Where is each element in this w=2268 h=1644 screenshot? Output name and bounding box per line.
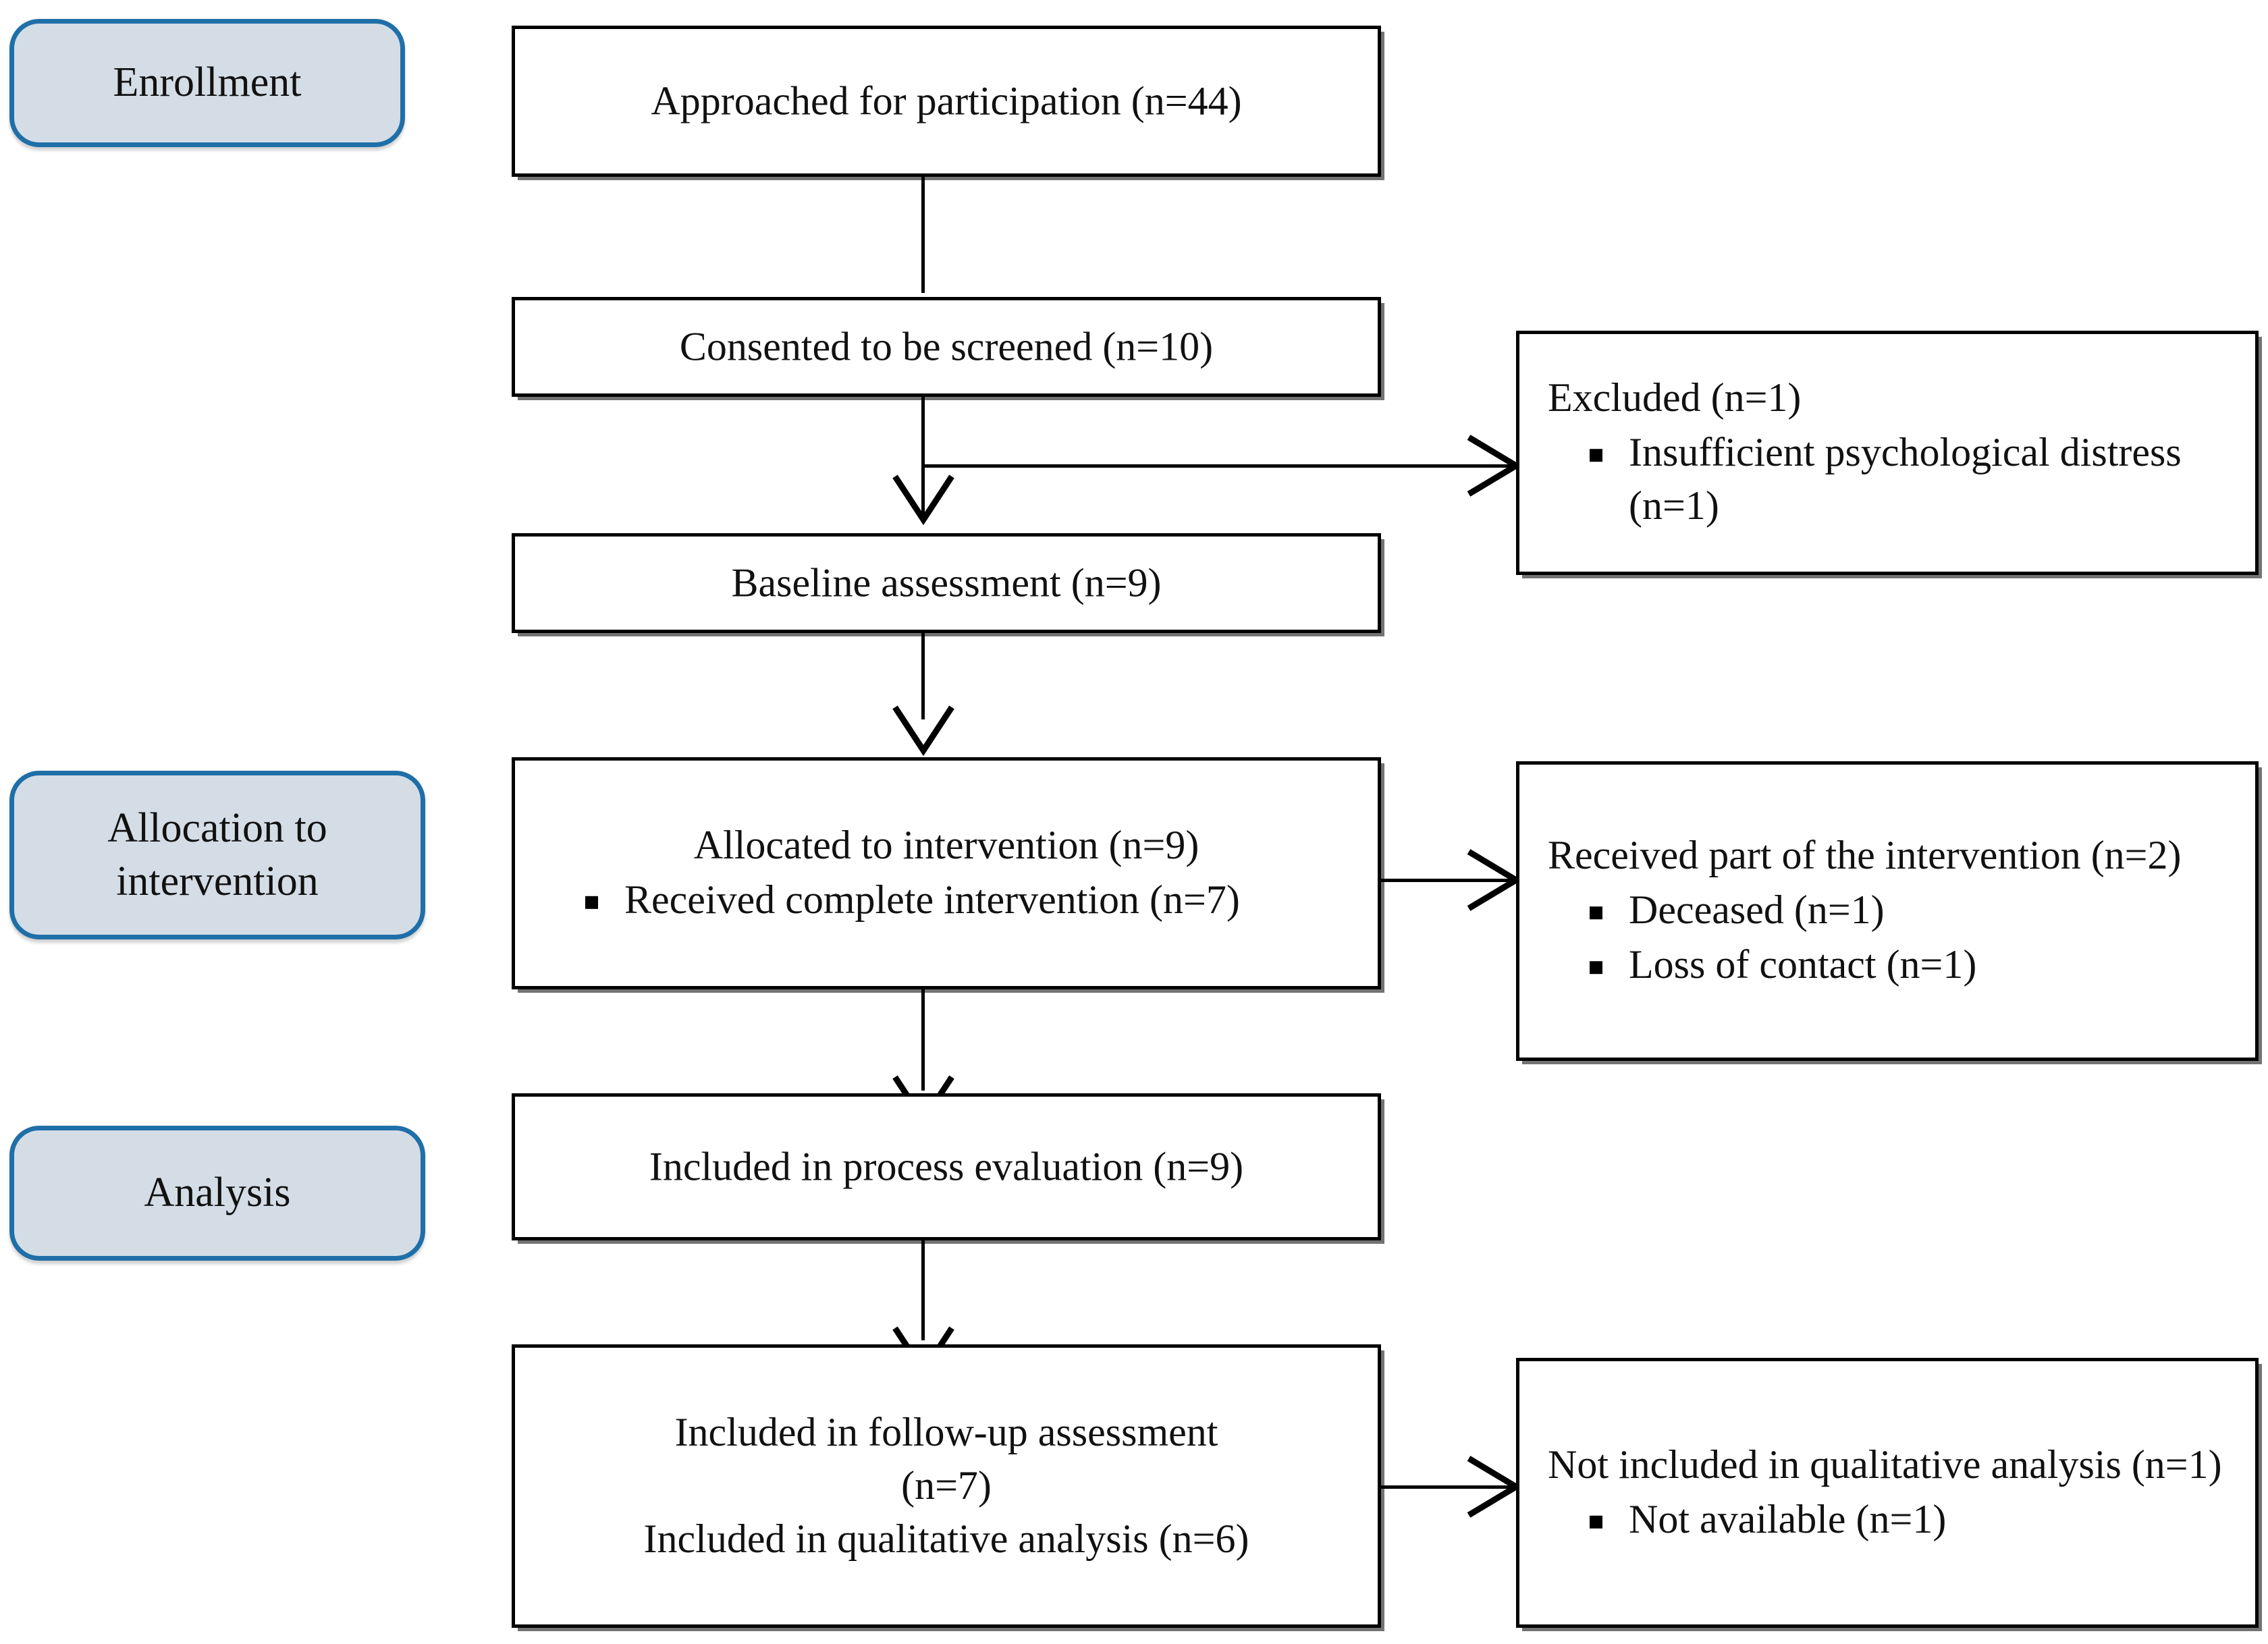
connector-consented-to-baseline <box>921 397 925 518</box>
box-followup-line-1: Included in follow-up assessment <box>674 1410 1218 1455</box>
arrowhead-to-partial <box>1463 846 1524 914</box>
box-allocated: Allocated to intervention (n=9) Received… <box>512 757 1381 989</box>
stage-label-text: Enrollment <box>113 59 302 106</box>
box-consented-title: Consented to be screened (n=10) <box>679 324 1214 369</box>
list-item: Insufficient psychological distress (n=1… <box>1537 426 2238 532</box>
box-followup-line-3: Included in qualitative analysis (n=6) <box>643 1516 1249 1562</box>
list-item: Deceased (n=1) <box>1537 883 2238 937</box>
box-not-included: Not included in qualitative analysis (n=… <box>1516 1358 2259 1628</box>
box-allocated-bullets: Received complete intervention (n=7) <box>533 873 1360 927</box>
arrowhead-to-allocated <box>891 703 956 757</box>
arrowhead-to-notincluded <box>1463 1453 1524 1520</box>
box-process-evaluation: Included in process evaluation (n=9) <box>512 1093 1381 1240</box>
box-approached: Approached for participation (n=44) <box>512 26 1381 177</box>
stage-label-text: Allocation to intervention <box>107 804 327 904</box>
box-received-part-title: Received part of the intervention (n=2) <box>1548 833 2182 878</box>
box-consented: Consented to be screened (n=10) <box>512 297 1381 397</box>
box-approached-title: Approached for participation (n=44) <box>651 78 1242 124</box>
box-received-part: Received part of the intervention (n=2) … <box>1516 761 2259 1061</box>
connector-process-to-followup <box>921 1240 925 1340</box>
box-allocated-title: Allocated to intervention (n=9) <box>693 822 1199 867</box>
connector-approached-to-consented <box>921 177 925 293</box>
stage-label-text: Analysis <box>144 1170 291 1216</box>
connector-branch-to-excluded <box>921 464 1515 468</box>
stage-label-enrollment: Enrollment <box>9 19 405 147</box>
list-item: Not available (n=1) <box>1537 1493 2238 1546</box>
connector-baseline-to-allocated <box>921 633 925 719</box>
connector-followup-to-notincluded <box>1379 1485 1517 1489</box>
list-item: Loss of contact (n=1) <box>1537 939 2238 992</box>
box-excluded: Excluded (n=1) Insufficient psychologica… <box>1516 331 2259 575</box>
stage-label-analysis: Analysis <box>9 1126 425 1261</box>
box-received-part-bullets: Deceased (n=1) Loss of contact (n=1) <box>1537 883 2238 991</box>
arrowhead-to-excluded <box>1463 432 1524 499</box>
connector-allocated-to-partial <box>1379 879 1517 882</box>
arrowhead-to-baseline <box>891 472 956 526</box>
list-item: Received complete intervention (n=7) <box>533 873 1360 927</box>
box-followup-line-2: (n=7) <box>901 1463 992 1508</box>
box-baseline-title: Baseline assessment (n=9) <box>731 560 1162 605</box>
connector-allocated-to-process <box>921 989 925 1091</box>
box-baseline: Baseline assessment (n=9) <box>512 533 1381 633</box>
box-excluded-title: Excluded (n=1) <box>1548 375 1802 420</box>
box-process-evaluation-title: Included in process evaluation (n=9) <box>649 1144 1244 1189</box>
box-not-included-title: Not included in qualitative analysis (n=… <box>1548 1442 2222 1487</box>
stage-label-allocation: Allocation to intervention <box>9 771 425 939</box>
box-excluded-bullets: Insufficient psychological distress (n=1… <box>1537 426 2238 532</box>
box-not-included-bullets: Not available (n=1) <box>1537 1493 2238 1546</box>
box-followup: Included in follow-up assessment (n=7) I… <box>512 1344 1381 1628</box>
